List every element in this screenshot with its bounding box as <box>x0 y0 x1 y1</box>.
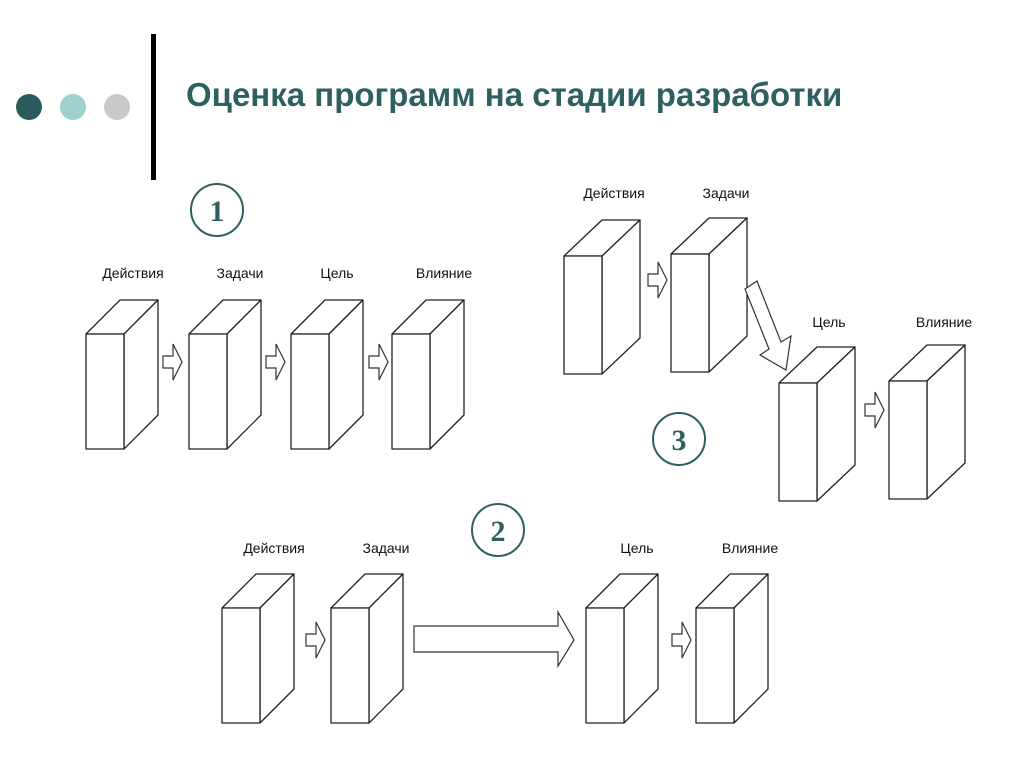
box-front-face <box>330 607 370 724</box>
d3-box-4 <box>888 344 966 500</box>
box-front-face <box>695 607 735 724</box>
d2-label-4: Влияние <box>722 540 778 556</box>
d3-label-4: Влияние <box>916 314 972 330</box>
d1-badge: 1 <box>190 183 244 237</box>
d2-label-1: Действия <box>243 540 304 556</box>
badge-circle <box>471 503 525 557</box>
d1-box-3 <box>290 299 364 450</box>
d1-arrow-2 <box>265 343 286 381</box>
d1-box-4 <box>391 299 465 450</box>
d2-box-4 <box>695 573 769 724</box>
boxes-layer <box>85 217 966 724</box>
box-front-face <box>221 607 261 724</box>
box-front-face <box>585 607 625 724</box>
d3-arrow-3 <box>864 391 885 429</box>
nav-dot-dark <box>16 94 42 120</box>
box-front-face <box>290 333 330 450</box>
d2-label-2: Задачи <box>362 540 409 556</box>
box-front-face <box>391 333 431 450</box>
d3-box-1 <box>563 219 641 375</box>
slide-title: Оценка программ на стадии разработки <box>186 76 843 113</box>
d3-label-1: Действия <box>583 185 644 201</box>
d2-arrow-1 <box>305 621 326 659</box>
box-front-face <box>188 333 228 450</box>
box-front-face <box>85 333 125 450</box>
d2-arrow-3 <box>671 621 692 659</box>
badge-number: 2 <box>491 515 506 548</box>
box-front-face <box>778 382 818 502</box>
d3-label-3: Цель <box>812 314 845 330</box>
d2-arrow-long <box>413 609 575 669</box>
d1-arrow-1 <box>162 343 183 381</box>
box-front-face <box>888 380 928 500</box>
badge-circle <box>652 412 706 466</box>
d3-badge: 3 <box>652 412 706 466</box>
d3-arrow-diagonal <box>744 280 792 371</box>
badge-circle <box>190 183 244 237</box>
d1-label-2: Задачи <box>216 265 263 281</box>
d2-box-1 <box>221 573 295 724</box>
nav-dot-light <box>60 94 86 120</box>
d2-box-3 <box>585 573 659 724</box>
badge-number: 1 <box>210 195 225 228</box>
d3-label-2: Задачи <box>702 185 749 201</box>
d3-box-3 <box>778 346 856 502</box>
box-front-face <box>670 253 710 373</box>
d1-box-1 <box>85 299 159 450</box>
box-front-face <box>563 255 603 375</box>
nav-dot-gray <box>104 94 130 120</box>
d2-badge: 2 <box>471 503 525 557</box>
d1-arrow-3 <box>368 343 389 381</box>
d2-box-2 <box>330 573 404 724</box>
title-divider <box>151 34 156 180</box>
d3-arrow-1 <box>647 261 668 299</box>
d1-box-2 <box>188 299 262 450</box>
arrows-layer <box>162 261 885 669</box>
badge-number: 3 <box>672 424 687 457</box>
d1-label-3: Цель <box>320 265 353 281</box>
d1-label-1: Действия <box>102 265 163 281</box>
d1-label-4: Влияние <box>416 265 472 281</box>
d2-label-3: Цель <box>620 540 653 556</box>
badges-layer: 1 2 3 <box>190 183 706 557</box>
d3-box-2 <box>670 217 748 373</box>
